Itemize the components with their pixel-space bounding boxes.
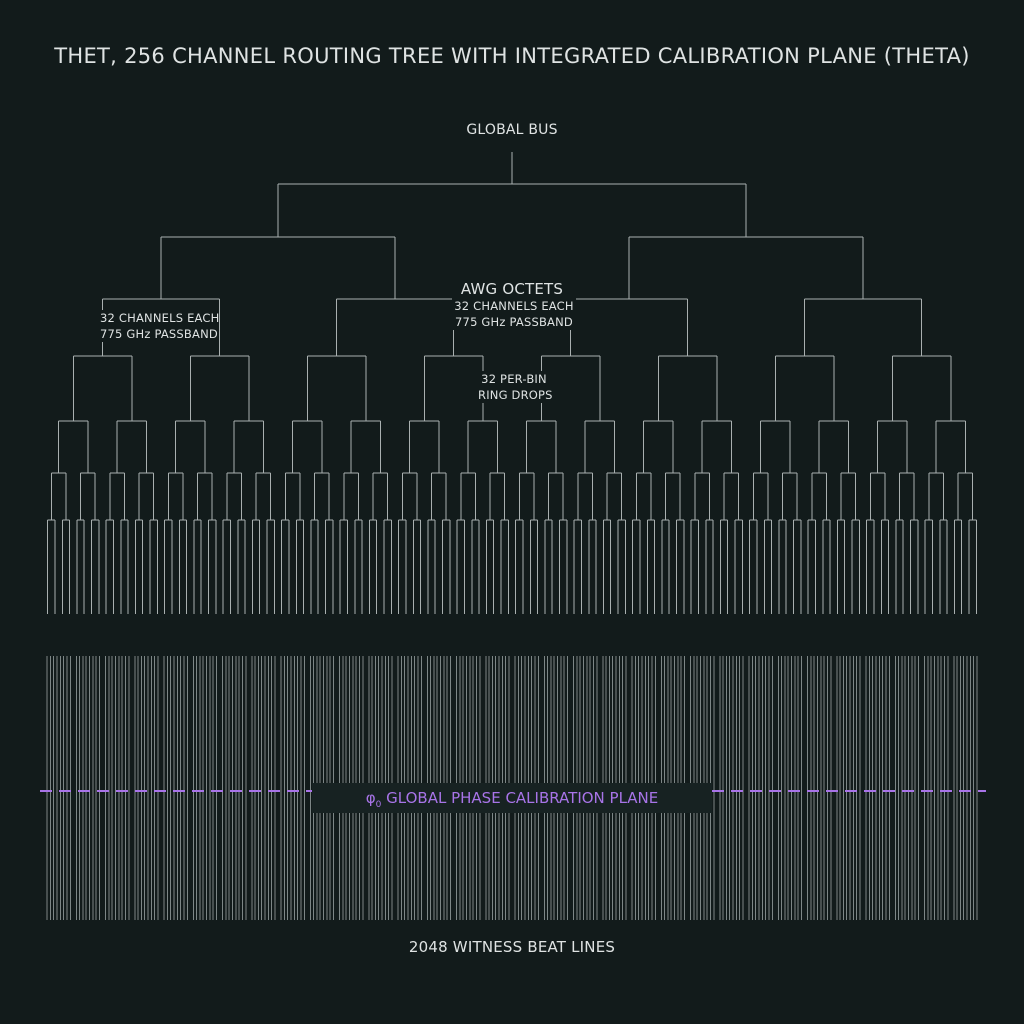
calibration-plane-text: GLOBAL PHASE CALIBRATION PLANE [386,789,659,807]
ring-drops-line1: 32 PER-BIN [481,372,547,386]
calibration-plane-label: φ0 GLOBAL PHASE CALIBRATION PLANE [312,783,712,813]
awg-left-annotation: 32 CHANNELS EACH 775 GHz PASSBAND [98,310,220,342]
phi-subscript: 0 [375,800,382,810]
witness-beat-lines-label: 2048 WITNESS BEAT LINES [408,938,616,956]
phi-symbol: φ [365,789,376,807]
awg-center-line1: 32 CHANNELS EACH [454,299,574,313]
ring-drops-line2: RING DROPS [478,388,553,402]
awg-left-line1: 32 CHANNELS EACH [100,311,220,325]
diagram-title: THET, 256 CHANNEL ROUTING TREE WITH INTE… [54,44,970,68]
witness-beat-lines [46,656,978,920]
awg-center-line2: 775 GHz PASSBAND [455,315,573,329]
awg-left-line2: 775 GHz PASSBAND [100,327,218,341]
global-bus-label: GLOBAL BUS [466,122,558,138]
awg-center-annotation: 32 CHANNELS EACH 775 GHz PASSBAND [452,298,576,330]
routing-tree-lines [47,152,977,614]
calibration-label-plate [312,783,712,813]
ring-drops-annotation: 32 PER-BIN RING DROPS [476,371,552,403]
awg-octets-heading: AWG OCTETS [460,280,564,298]
